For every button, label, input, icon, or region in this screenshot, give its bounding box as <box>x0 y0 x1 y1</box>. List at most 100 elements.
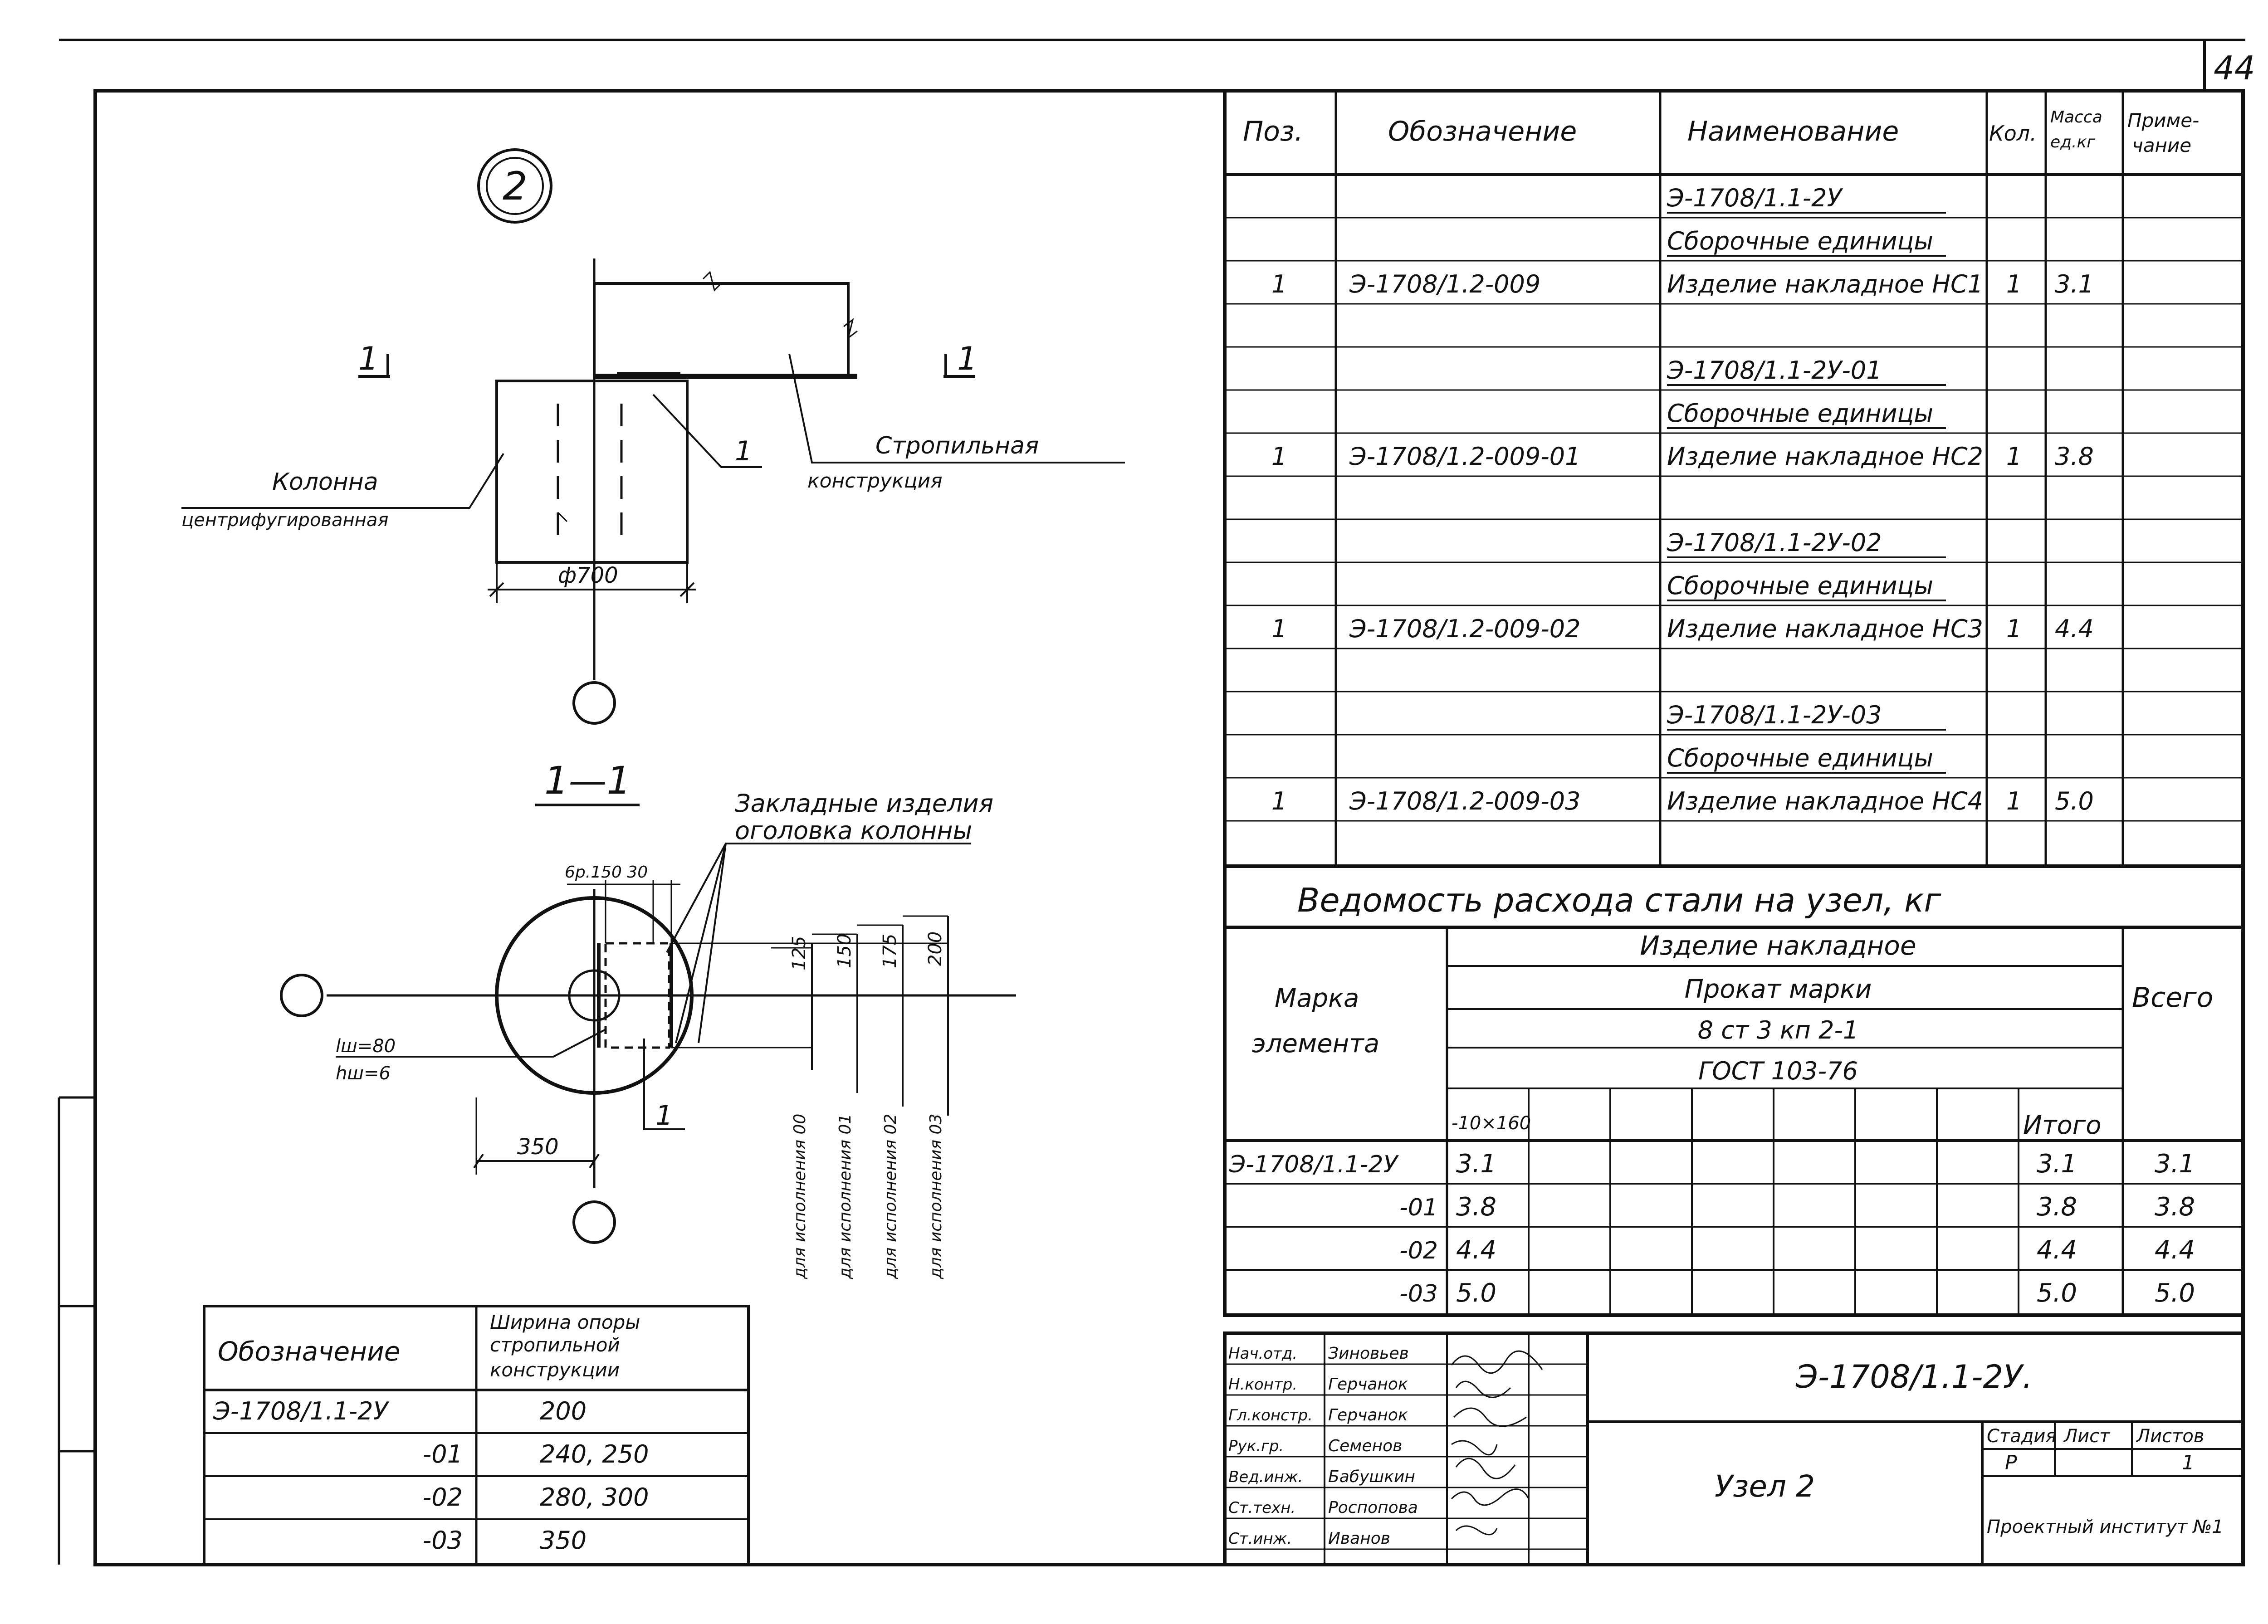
spec-cell-pos: 1 <box>1271 442 1287 471</box>
spec-cell-mass: 3.1 <box>2055 270 2094 298</box>
width-table-rows: Э-1708/1.1-2У 200 -01 240, 250 -02 280, … <box>213 1397 649 1555</box>
sheets-value: 1 <box>2182 1451 2195 1474</box>
spec-header-pos: Поз. <box>1243 116 1303 147</box>
steel-cell-subtotal: 3.8 <box>2037 1192 2077 1222</box>
width-row-0-designation: Э-1708/1.1-2У <box>213 1397 390 1425</box>
width-row-3-width: 350 <box>540 1526 587 1555</box>
section-1-1 <box>280 804 1016 1244</box>
weld-length-label: lш=80 <box>336 1036 396 1057</box>
spec-cell-name: Э-1708/1.1-2У <box>1667 184 1843 212</box>
spec-cell-name: Изделие накладное НС3 <box>1667 614 1983 643</box>
doc-code: Э-1708/1.1-2У. <box>1795 1358 2033 1395</box>
spec-cell-mass: 5.0 <box>2055 787 2094 815</box>
steel-cell-mark: -01 <box>1399 1194 1438 1221</box>
spec-header-designation: Обозначение <box>1388 116 1577 147</box>
dim-350-label: 350 <box>517 1134 559 1160</box>
spec-cell-pos: 1 <box>1271 270 1287 298</box>
spec-cell-qty: 1 <box>2006 270 2022 298</box>
variant-label-03: для исполнения 03 <box>927 1114 945 1279</box>
node-number-circle <box>477 148 552 224</box>
staff-name: Семенов <box>1328 1437 1402 1455</box>
spec-table-row-lines <box>1225 212 2243 822</box>
steel-cell-total: 5.0 <box>2155 1278 2195 1308</box>
weld-height-label: hш=6 <box>336 1063 391 1084</box>
embed-plate <box>604 942 670 1049</box>
spec-cell-designation: Э-1708/1.2-009 <box>1349 270 1540 298</box>
width-row-1-width: 240, 250 <box>540 1440 649 1468</box>
staff-role: Гл.констр. <box>1228 1406 1313 1424</box>
steel-cell-total: 4.4 <box>2155 1235 2195 1265</box>
steel-header-mark-2: элемента <box>1252 1029 1379 1058</box>
spec-cell-name: Э-1708/1.1-2У-02 <box>1667 528 1882 557</box>
steel-cell-value: 4.4 <box>1456 1235 1496 1265</box>
spec-cell-name: Сборочные единицы <box>1667 744 1933 772</box>
width-table-header-1: Ширина опоры <box>490 1311 640 1333</box>
width-row-2-designation: -02 <box>423 1483 463 1512</box>
node-number: 2 <box>503 164 528 209</box>
steel-cell-mark: -02 <box>1399 1237 1438 1264</box>
truss-label-2: конструкция <box>807 469 943 493</box>
staff-name: Зиновьев <box>1328 1344 1409 1363</box>
steel-cell-value: 3.1 <box>1456 1149 1496 1179</box>
width-table <box>203 1305 750 1566</box>
steel-table <box>1223 926 2245 1317</box>
column-label-2: центрифугированная <box>181 510 388 531</box>
spec-cell-name: Э-1708/1.1-2У-01 <box>1667 356 1882 385</box>
steel-cell-mark: -03 <box>1399 1280 1438 1307</box>
width-table-header-2: стропильной <box>490 1334 620 1356</box>
staff-role: Ст.инж. <box>1228 1530 1292 1548</box>
sheets-label: Листов <box>2136 1426 2204 1447</box>
width-row-1-designation: -01 <box>423 1440 463 1468</box>
width-row-3-designation: -03 <box>423 1526 463 1555</box>
diameter-label: ф700 <box>558 563 618 588</box>
embed-label-1: Закладные изделия <box>735 789 993 818</box>
steel-header-profile: -10×160 <box>1452 1113 1531 1134</box>
width-row-0-width: 200 <box>540 1397 587 1425</box>
spec-cell-name: Э-1708/1.1-2У-03 <box>1667 701 1882 729</box>
spec-header-mass-2: ед.кг <box>2050 133 2096 151</box>
spec-cell-name: Сборочные единицы <box>1667 399 1933 428</box>
sheet-name: Узел 2 <box>1715 1469 1815 1504</box>
spec-cell-qty: 1 <box>2006 787 2022 815</box>
spec-cell-designation: Э-1708/1.2-009-02 <box>1349 614 1580 643</box>
embed-label-2: оголовка колонны <box>735 816 972 845</box>
truss-label-1: Стропильная <box>875 432 1039 459</box>
steel-header-subtotal: Итого <box>2023 1111 2101 1140</box>
spec-cell-qty: 1 <box>2006 442 2022 471</box>
steel-cell-subtotal: 3.1 <box>2037 1149 2077 1179</box>
column-label-1: Колонна <box>272 468 378 496</box>
steel-header-product: Изделие накладное <box>1640 930 1916 961</box>
node-drawing <box>181 148 1125 725</box>
part-leader-1: 1 <box>735 435 752 467</box>
section-title: 1—1 <box>544 758 631 803</box>
steel-cell-total: 3.1 <box>2155 1149 2195 1179</box>
staff-name: Герчанок <box>1328 1375 1408 1394</box>
axis-bubble-bottom <box>572 1200 616 1244</box>
steel-cell-subtotal: 5.0 <box>2037 1278 2077 1308</box>
staff-name: Бабушкин <box>1328 1468 1415 1486</box>
spec-cell-name: Изделие накладное НС2 <box>1667 442 1983 471</box>
axis-bubble-top <box>572 681 616 725</box>
spec-header-qty: Кол. <box>1989 121 2037 146</box>
spec-cell-mass: 3.8 <box>2055 442 2094 471</box>
page-number: 44 <box>2214 49 2255 87</box>
staff-role: Нач.отд. <box>1228 1345 1297 1363</box>
section-mark-right: 1 <box>957 340 978 377</box>
spec-header-mass-1: Масса <box>2050 108 2102 127</box>
steel-cell-subtotal: 4.4 <box>2037 1235 2077 1265</box>
title-block-staff-lines <box>1225 1363 1588 1550</box>
steel-header-total: Всего <box>2132 982 2213 1014</box>
steel-cell-value: 3.8 <box>1456 1192 1496 1222</box>
sheet-label: Лист <box>2063 1426 2111 1447</box>
spec-cell-qty: 1 <box>2006 614 2022 643</box>
width-table-header-3: конструкции <box>490 1359 620 1381</box>
staff-role: Рук.гр. <box>1228 1437 1284 1455</box>
spec-cell-name: Изделие накладное НС4 <box>1667 787 1983 815</box>
stage-value: Р <box>2005 1451 2017 1474</box>
org-name: Проектный институт №1 <box>1987 1517 2224 1537</box>
axis-bubble-left <box>280 974 323 1017</box>
staff-role: Вед.инж. <box>1228 1468 1303 1486</box>
variant-dim-01: 150 <box>834 934 855 968</box>
spec-cell-mass: 4.4 <box>2055 614 2094 643</box>
